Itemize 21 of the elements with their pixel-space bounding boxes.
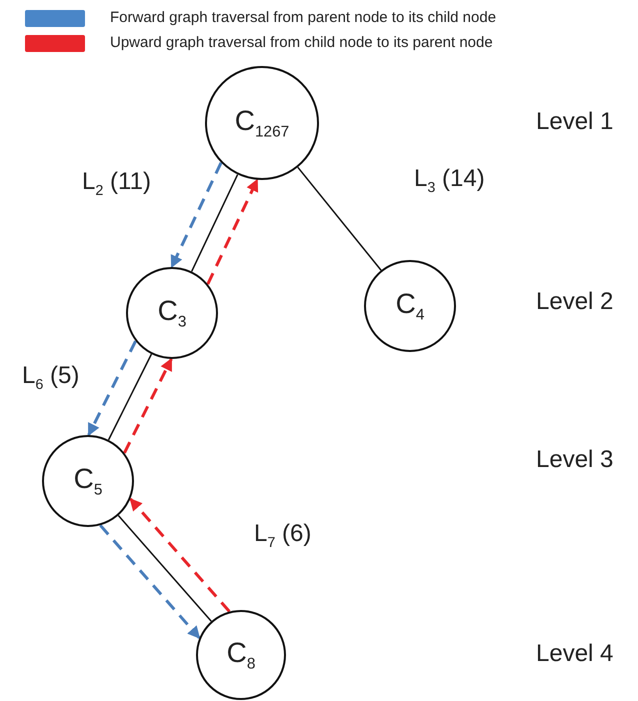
level-label: Level 1 bbox=[536, 108, 614, 136]
node-label: C$_{4}$ bbox=[396, 288, 424, 324]
node-label: C$_{3}$ bbox=[158, 294, 186, 332]
level-label: Level 2 bbox=[536, 288, 614, 316]
traversal-arrow bbox=[99, 524, 200, 639]
traversal-arrow bbox=[129, 498, 231, 612]
node-label: C$_{1267}$ bbox=[234, 104, 290, 142]
traversal-arrow bbox=[123, 358, 173, 454]
level-label: Level 3 bbox=[536, 446, 614, 474]
connector-line bbox=[118, 515, 212, 622]
node-label: C$_{5}$ bbox=[74, 462, 102, 500]
level-label: Level 4 bbox=[536, 640, 614, 668]
connector-line bbox=[191, 174, 238, 272]
connector-line bbox=[297, 166, 382, 271]
traversal-arrow bbox=[170, 162, 222, 268]
node-label: C$_{8}$ bbox=[226, 636, 256, 674]
connector-line bbox=[108, 354, 152, 440]
traversal-arrow bbox=[206, 178, 259, 285]
traversal-arrow bbox=[87, 340, 137, 436]
legend-text: Upward graph traversal from child node to its parent node bbox=[110, 34, 493, 51]
legend-text: Forward graph traversal from parent node to its child node bbox=[110, 9, 496, 26]
